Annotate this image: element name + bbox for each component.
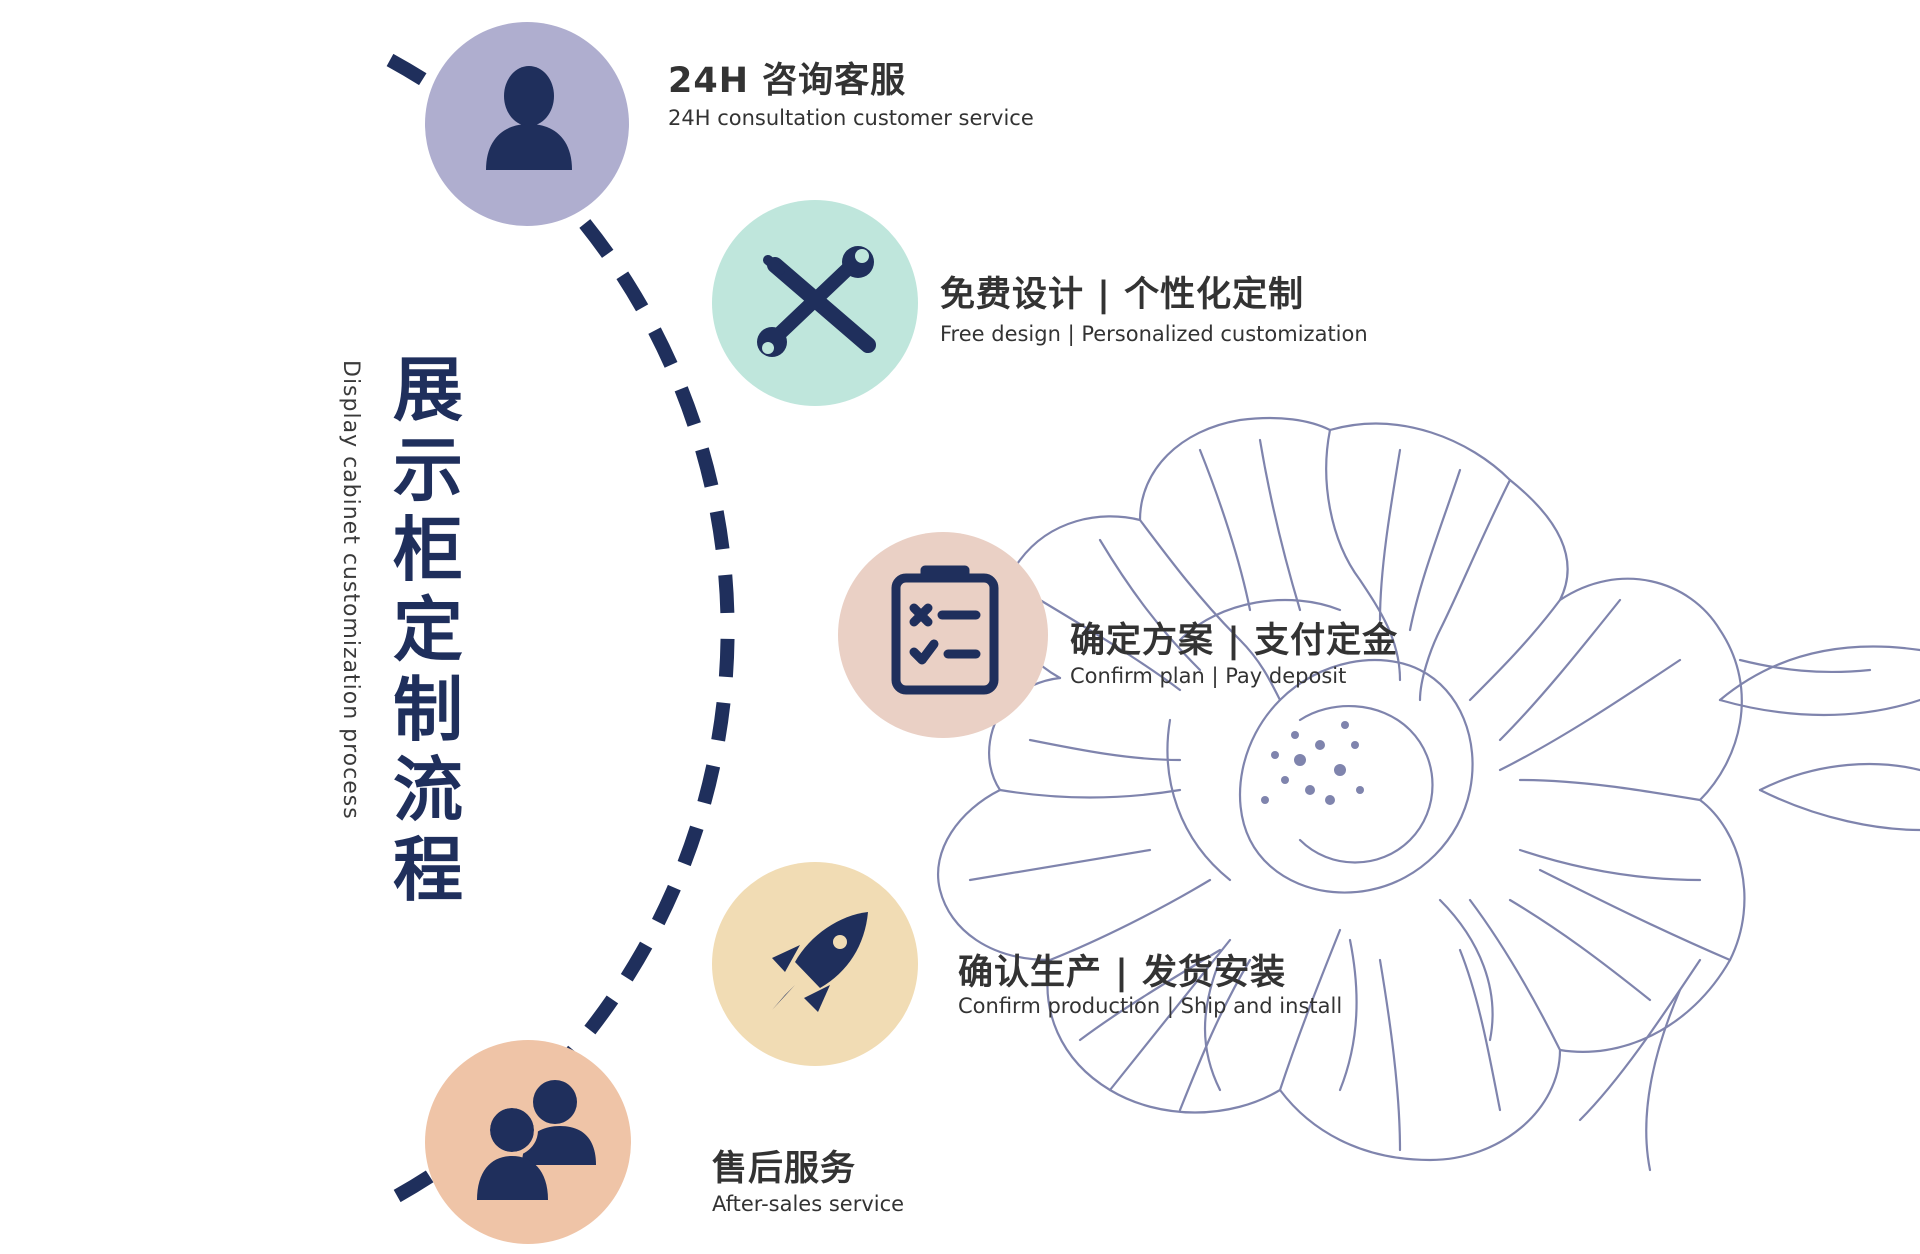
step-3-title: 确定方案 | 支付定金: [1070, 621, 1399, 661]
step-3-subtitle: Confirm plan | Pay deposit: [1070, 664, 1347, 688]
step-5-subtitle: After-sales service: [712, 1192, 905, 1216]
step-5-title: 售后服务: [712, 1149, 857, 1189]
step-1-title: 24H 咨询客服: [668, 61, 907, 101]
step-2-subtitle: Free design | Personalized customization: [940, 322, 1368, 346]
page-title: 展示柜定制流程: [393, 349, 463, 911]
step-2-title: 免费设计 | 个性化定制: [940, 275, 1305, 315]
step-4-subtitle: Confirm production | Ship and install: [958, 994, 1343, 1018]
step-4-title: 确认生产 | 发货安装: [958, 953, 1287, 993]
step-1-subtitle: 24H consultation customer service: [668, 106, 1034, 130]
